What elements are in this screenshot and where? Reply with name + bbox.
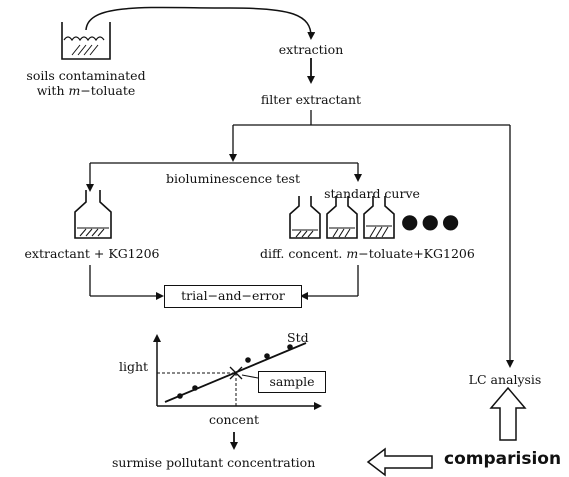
surmise-label: surmise pollutant concentration [112, 455, 316, 470]
data-point [245, 357, 251, 363]
sample-box: sample [258, 371, 326, 393]
filter-extractant-label: filter extractant [260, 92, 362, 107]
standard-curve-label: standard curve [324, 186, 420, 201]
hollow-arrow-left-icon [366, 447, 433, 477]
extractant-flask-icon [74, 190, 112, 239]
std-line-label: Std [287, 330, 309, 345]
diff-concent-label: diff. concent. m−toluate+KG1206 [260, 246, 475, 261]
standard-flasks-icon [289, 196, 395, 239]
extraction-label: extraction [278, 42, 344, 57]
arrow-soil-to-extraction [85, 6, 316, 40]
graph-x-label: concent [208, 412, 260, 427]
data-point [287, 344, 293, 350]
data-point [177, 393, 183, 399]
sample-pointer [241, 374, 259, 379]
soil-label: soils contaminated with m−toluate [26, 68, 146, 98]
bioluminescence-test-label: bioluminescence test [166, 171, 300, 186]
soil-beaker-icon [61, 22, 111, 60]
extractant-kg1206-label: extractant + KG1206 [24, 246, 160, 261]
comparision-label: comparision [444, 449, 562, 469]
data-point [192, 385, 198, 391]
graph-y-label: light [119, 359, 149, 374]
trial-and-error-box: trial−and−error [164, 285, 302, 308]
calibration-graph [153, 334, 322, 410]
more-dots-icon: ●●● [401, 209, 463, 233]
data-point [264, 353, 270, 359]
hollow-arrow-up-icon [489, 386, 527, 441]
lc-analysis-label: LC analysis [468, 372, 542, 387]
